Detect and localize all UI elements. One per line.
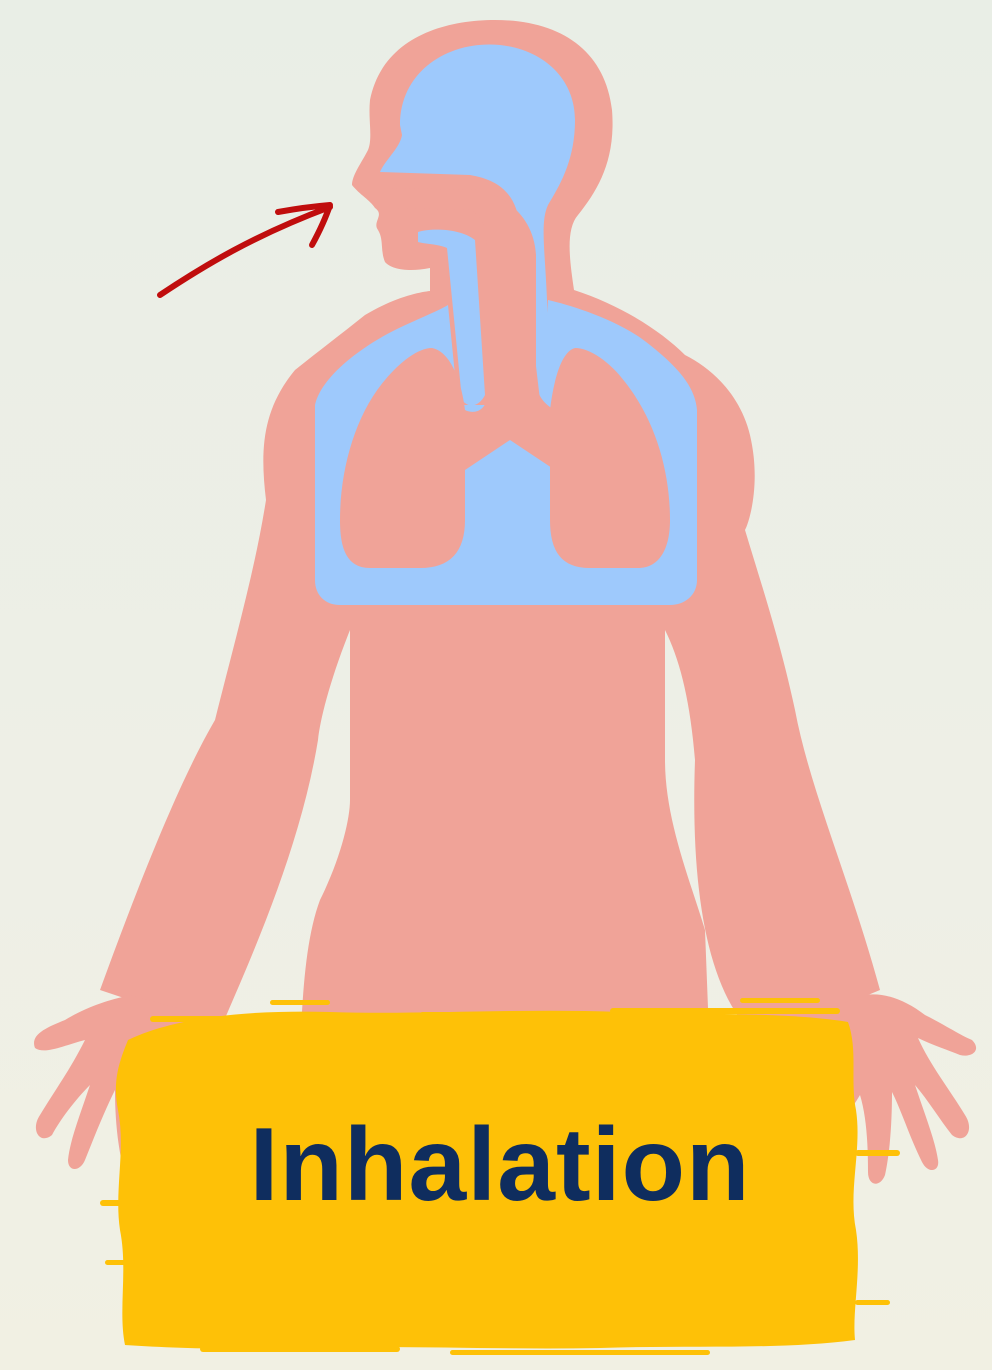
- inhale-arrow-icon: [160, 205, 330, 295]
- diagram-label: Inhalation: [240, 1105, 760, 1225]
